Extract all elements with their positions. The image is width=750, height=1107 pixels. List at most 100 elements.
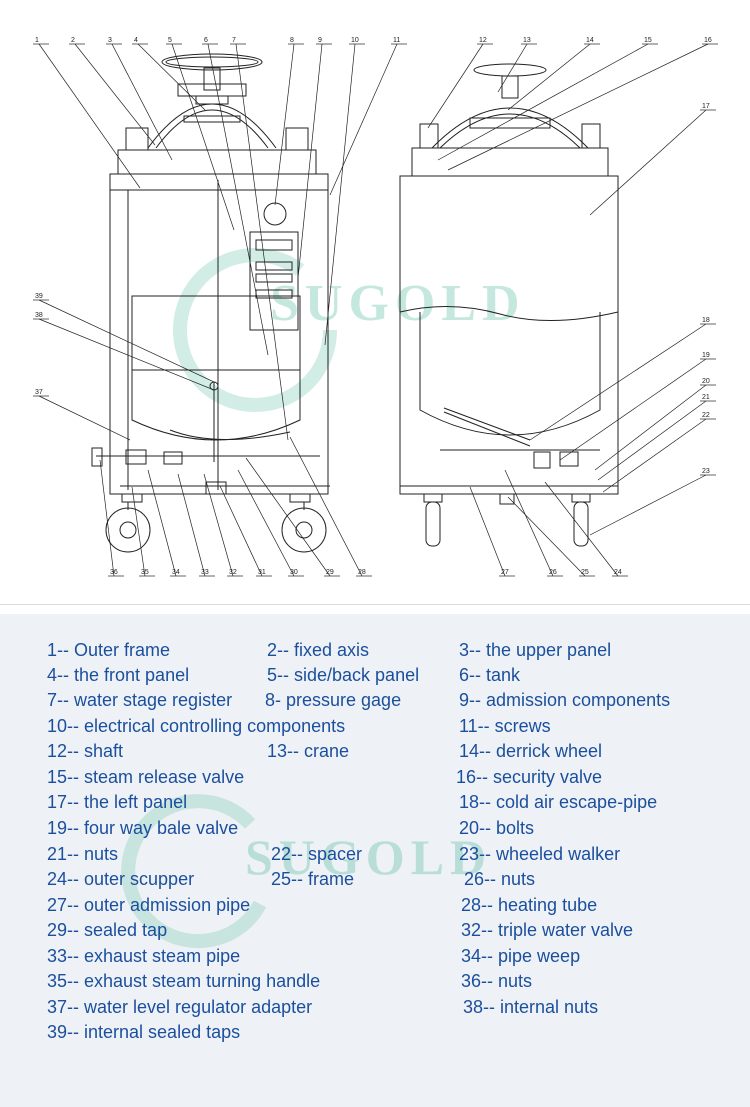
legend-item: 11-- screws	[459, 716, 551, 736]
callout-number-11: 11	[393, 37, 400, 44]
legend-item: 3-- the upper panel	[459, 640, 612, 660]
callout-number-3: 3	[108, 37, 112, 44]
callout-leader-10	[324, 43, 356, 346]
callout-leader-25	[507, 496, 586, 577]
callout-number-18: 18	[702, 317, 710, 324]
callout-number-13: 13	[523, 37, 531, 44]
callout-number-2: 2	[71, 37, 75, 44]
legend-item: 34-- pipe weep	[461, 946, 581, 966]
watermark-logo-bottom: SUGOLD	[121, 794, 486, 949]
callout-leader-8	[274, 43, 295, 206]
callout-number-27: 27	[501, 569, 509, 576]
callout-leader-30	[237, 469, 295, 577]
legend-item: 17-- the left panel	[47, 792, 188, 812]
legend-item: 39-- internal sealed taps	[47, 1022, 241, 1042]
callout-number-25: 25	[581, 569, 589, 576]
callout-number-17: 17	[702, 103, 710, 110]
callout-leader-2	[74, 43, 156, 146]
legend-item: 1-- Outer frame	[47, 640, 171, 660]
legend-item: 14-- derrick wheel	[459, 741, 603, 761]
callout-leader-31	[219, 485, 263, 577]
callout-number-23: 23	[702, 468, 710, 475]
callout-leader-11	[329, 43, 398, 196]
callout-number-5: 5	[168, 37, 172, 44]
legend-item: 7-- water stage register	[47, 690, 233, 710]
callout-number-12: 12	[479, 37, 487, 44]
callout-leader-5	[171, 43, 235, 231]
callout-number-8: 8	[290, 37, 294, 44]
callout-leader-17	[589, 109, 707, 216]
legend-item: 25-- frame	[271, 869, 355, 889]
callout-leader-24	[544, 481, 619, 577]
callout-leader-14	[507, 43, 591, 111]
legend-item: 23-- wheeled walker	[459, 844, 621, 864]
callout-number-31: 31	[258, 569, 266, 576]
watermark-text-top: SUGOLD	[270, 275, 526, 332]
legend-item: 4-- the front panel	[47, 665, 190, 685]
callout-number-1: 1	[35, 37, 39, 44]
legend-item: 29-- sealed tap	[47, 920, 168, 940]
callout-leader-12	[427, 43, 484, 129]
legend-item: 27-- outer admission pipe	[47, 895, 251, 915]
legend-item: 18-- cold air escape-pipe	[459, 792, 658, 812]
legend-item: 19-- four way bale valve	[47, 818, 239, 838]
callout-leader-21	[597, 400, 707, 481]
legend-item: 38-- internal nuts	[463, 997, 599, 1017]
callout-leader-28	[289, 436, 363, 577]
callout-leader-34	[147, 469, 177, 577]
callout-number-33: 33	[201, 569, 209, 576]
callout-leader-32	[203, 473, 234, 577]
callout-leader-6	[207, 43, 269, 356]
callout-leader-36	[99, 459, 115, 577]
callout-number-9: 9	[318, 37, 322, 44]
callout-leader-1	[38, 43, 141, 189]
callout-number-6: 6	[204, 37, 208, 44]
legend-item: 15-- steam release valve	[47, 767, 245, 787]
callout-leader-13	[497, 43, 528, 93]
callout-number-22: 22	[702, 412, 710, 419]
callout-number-35: 35	[141, 569, 149, 576]
callout-number-7: 7	[232, 37, 236, 44]
legend-item: 10-- electrical controlling components	[47, 716, 346, 736]
callout-number-19: 19	[702, 352, 710, 359]
callout-leader-23	[589, 474, 707, 536]
callout-number-20: 20	[702, 378, 710, 385]
callout-number-37: 37	[35, 389, 43, 396]
legend-item: 9-- admission components	[459, 690, 671, 710]
callout-leader-15	[437, 43, 649, 161]
callout-leader-27	[469, 486, 506, 577]
legend-item: 13-- crane	[267, 741, 350, 761]
front-view-machine	[91, 53, 330, 553]
callout-number-30: 30	[290, 569, 298, 576]
callout-leader-22	[602, 418, 707, 493]
callout-number-36: 36	[110, 569, 118, 576]
legend-item: 16-- security valve	[456, 767, 603, 787]
callout-number-32: 32	[229, 569, 237, 576]
legend-item: 33-- exhaust steam pipe	[47, 946, 241, 966]
callout-number-39: 39	[35, 293, 43, 300]
legend-item: 5-- side/back panel	[267, 665, 420, 685]
callout-number-24: 24	[614, 569, 622, 576]
callout-number-4: 4	[134, 37, 138, 44]
legend-item: 21-- nuts	[47, 844, 119, 864]
legend-item: 2-- fixed axis	[267, 640, 370, 660]
legend-item: 26-- nuts	[464, 869, 536, 889]
callout-leader-18	[529, 323, 707, 441]
callout-leader-16	[447, 43, 709, 171]
legend-item: 35-- exhaust steam turning handle	[47, 971, 321, 991]
callout-number-14: 14	[586, 37, 594, 44]
callout-leader-4	[137, 43, 206, 111]
callout-leader-29	[245, 457, 331, 577]
separator-line	[0, 604, 750, 605]
callout-leader-35	[131, 486, 146, 577]
callout-leader-3	[111, 43, 173, 161]
technical-drawing: SUGOLD	[33, 37, 718, 577]
legend-item: 28-- heating tube	[461, 895, 598, 915]
callout-leader-19	[559, 358, 707, 461]
legend-item: 37-- water level regulator adapter	[47, 997, 313, 1017]
legend-item: 6-- tank	[459, 665, 521, 685]
callout-number-16: 16	[704, 37, 712, 44]
legend-item: 20-- bolts	[459, 818, 535, 838]
callout-number-10: 10	[351, 37, 359, 44]
